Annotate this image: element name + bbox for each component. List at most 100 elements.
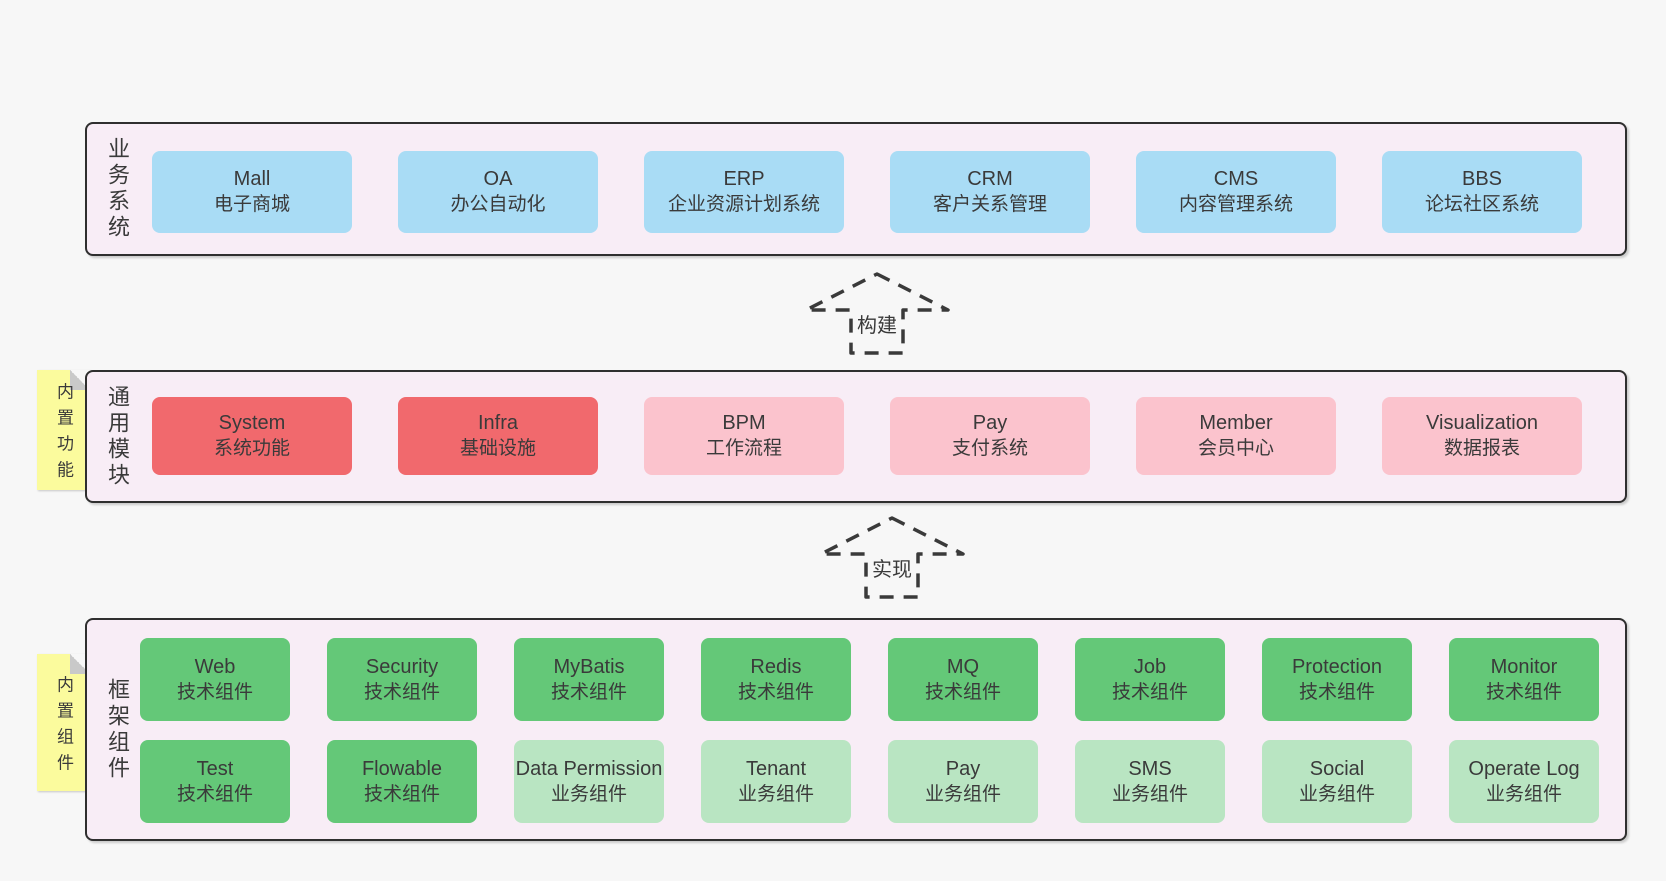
box-desc: 技术组件 xyxy=(1485,681,1562,703)
implement-arrow: 实现 xyxy=(817,514,967,602)
box-bpm: BPM 工作流程 xyxy=(644,397,844,475)
box-name: Security xyxy=(365,655,439,678)
build-arrow: 构建 xyxy=(802,270,952,358)
box-mybatis: MyBatis 技术组件 xyxy=(514,638,664,721)
box-pay-module: Pay 支付系统 xyxy=(890,397,1090,475)
box-desc: 数据报表 xyxy=(1443,438,1520,459)
box-mq: MQ 技术组件 xyxy=(888,638,1038,721)
box-desc: 技术组件 xyxy=(1111,681,1188,703)
box-web: Web 技术组件 xyxy=(140,638,290,721)
box-desc: 电子商城 xyxy=(213,194,290,215)
box-name: BPM xyxy=(722,412,766,434)
box-desc: 业务组件 xyxy=(1485,783,1562,805)
box-name: CRM xyxy=(967,168,1013,190)
box-name: Social xyxy=(1309,757,1365,780)
box-name: ERP xyxy=(723,168,765,190)
up-block-arrow-icon xyxy=(819,516,965,599)
box-name: BBS xyxy=(1461,168,1503,190)
box-desc: 办公自动化 xyxy=(450,194,546,215)
section-modules-label: 通用模块 xyxy=(105,384,130,489)
box-desc: 业务组件 xyxy=(924,783,1001,805)
box-name: Infra xyxy=(477,412,519,434)
box-name: Pay xyxy=(972,412,1008,434)
box-name: Member xyxy=(1199,412,1273,434)
framework-box-row-2: Test 技术组件 Flowable 技术组件 Data Permission … xyxy=(140,740,1599,823)
box-flowable: Flowable 技术组件 xyxy=(327,740,477,823)
section-common-modules: 通用模块 System 系统功能 Infra 基础设施 BPM 工作流程 Pay… xyxy=(85,370,1627,503)
business-box-row: Mall 电子商城 OA 办公自动化 ERP 企业资源计划系统 CRM 客户关系… xyxy=(152,151,1582,233)
box-name: Redis xyxy=(750,655,802,678)
section-framework-label: 框架组件 xyxy=(105,677,130,782)
box-name: Job xyxy=(1133,655,1167,678)
box-name: Operate Log xyxy=(1468,757,1580,780)
box-name: System xyxy=(218,412,286,434)
box-desc: 系统功能 xyxy=(213,438,290,459)
box-member: Member 会员中心 xyxy=(1136,397,1336,475)
box-security: Security 技术组件 xyxy=(327,638,477,721)
box-desc: 技术组件 xyxy=(363,681,440,703)
box-name: Test xyxy=(196,757,234,780)
box-name: OA xyxy=(483,168,513,190)
box-name: Pay xyxy=(945,757,981,780)
box-mall: Mall 电子商城 xyxy=(152,151,352,233)
box-desc: 基础设施 xyxy=(459,438,536,459)
box-desc: 技术组件 xyxy=(176,783,253,805)
box-name: SMS xyxy=(1128,757,1172,780)
box-protection: Protection 技术组件 xyxy=(1262,638,1412,721)
box-test: Test 技术组件 xyxy=(140,740,290,823)
box-name: Web xyxy=(194,655,236,678)
box-visualization: Visualization 数据报表 xyxy=(1382,397,1582,475)
box-redis: Redis 技术组件 xyxy=(701,638,851,721)
box-desc: 技术组件 xyxy=(924,681,1001,703)
build-arrow-label: 构建 xyxy=(853,308,901,339)
box-name: Data Permission xyxy=(515,757,663,780)
box-desc: 业务组件 xyxy=(1298,783,1375,805)
builtin-components-note-text: 内置组件 xyxy=(54,675,73,779)
box-name: Flowable xyxy=(361,757,443,780)
box-name: Visualization xyxy=(1426,412,1538,434)
box-desc: 技术组件 xyxy=(1298,681,1375,703)
box-bbs: BBS 论坛社区系统 xyxy=(1382,151,1582,233)
box-name: Tenant xyxy=(745,757,807,780)
box-data-permission: Data Permission 业务组件 xyxy=(514,740,664,823)
box-oa: OA 办公自动化 xyxy=(398,151,598,233)
section-business-label: 业务系统 xyxy=(105,137,130,241)
box-system: System 系统功能 xyxy=(152,397,352,475)
box-job: Job 技术组件 xyxy=(1075,638,1225,721)
box-name: MyBatis xyxy=(553,655,625,678)
box-infra: Infra 基础设施 xyxy=(398,397,598,475)
box-crm: CRM 客户关系管理 xyxy=(890,151,1090,233)
box-name: Monitor xyxy=(1490,655,1558,678)
box-pay-component: Pay 业务组件 xyxy=(888,740,1038,823)
box-erp: ERP 企业资源计划系统 xyxy=(644,151,844,233)
box-desc: 客户关系管理 xyxy=(932,194,1047,215)
box-desc: 业务组件 xyxy=(1111,783,1188,805)
box-desc: 内容管理系统 xyxy=(1178,194,1293,215)
box-operate-log: Operate Log 业务组件 xyxy=(1449,740,1599,823)
box-desc: 技术组件 xyxy=(550,681,627,703)
box-sms: SMS 业务组件 xyxy=(1075,740,1225,823)
box-desc: 技术组件 xyxy=(363,783,440,805)
builtin-features-note: 内置功能 xyxy=(37,370,90,490)
box-desc: 业务组件 xyxy=(737,783,814,805)
section-business-systems: 业务系统 Mall 电子商城 OA 办公自动化 ERP 企业资源计划系统 CRM… xyxy=(85,122,1627,256)
box-desc: 工作流程 xyxy=(705,438,782,459)
modules-box-row: System 系统功能 Infra 基础设施 BPM 工作流程 Pay 支付系统… xyxy=(152,397,1582,475)
box-desc: 业务组件 xyxy=(550,783,627,805)
framework-box-row-1: Web 技术组件 Security 技术组件 MyBatis 技术组件 Redi… xyxy=(140,638,1599,721)
box-desc: 论坛社区系统 xyxy=(1424,194,1539,215)
section-framework-components: 框架组件 Web 技术组件 Security 技术组件 MyBatis 技术组件… xyxy=(85,618,1627,841)
box-name: CMS xyxy=(1213,168,1259,190)
builtin-components-note: 内置组件 xyxy=(37,654,90,791)
box-name: Protection xyxy=(1291,655,1383,678)
box-social: Social 业务组件 xyxy=(1262,740,1412,823)
box-desc: 支付系统 xyxy=(951,438,1028,459)
box-name: Mall xyxy=(233,168,271,190)
up-block-arrow-icon xyxy=(804,272,950,355)
implement-arrow-label: 实现 xyxy=(868,552,916,583)
box-name: MQ xyxy=(946,655,980,678)
box-cms: CMS 内容管理系统 xyxy=(1136,151,1336,233)
builtin-features-note-text: 内置功能 xyxy=(54,382,73,487)
box-desc: 会员中心 xyxy=(1197,438,1274,459)
